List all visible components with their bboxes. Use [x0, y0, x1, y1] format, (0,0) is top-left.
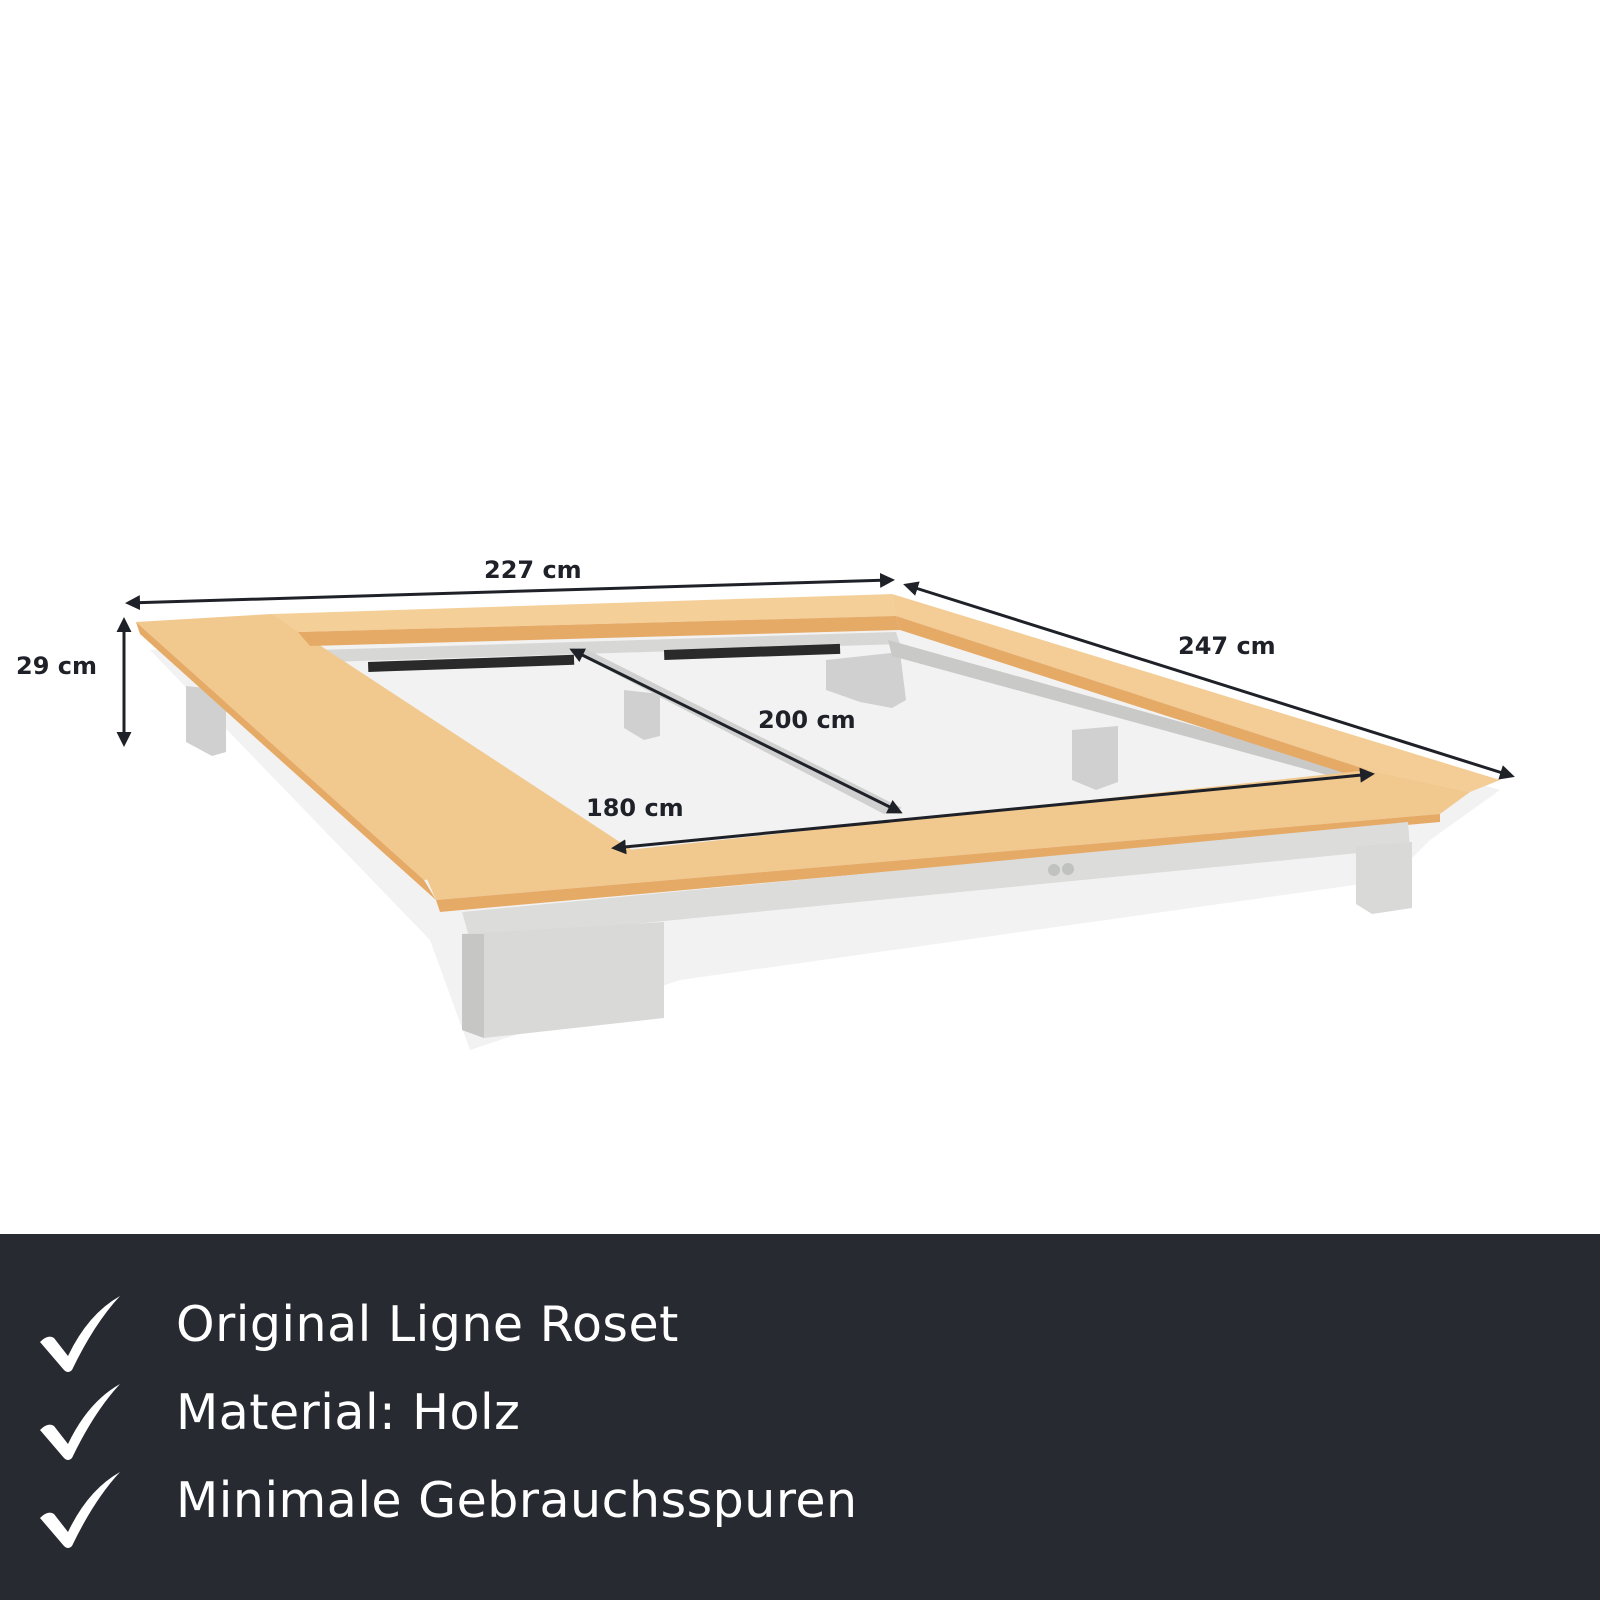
arrow-mattress-width — [611, 767, 1375, 855]
feature-item: Minimale Gebrauchsspuren — [0, 1466, 1600, 1548]
label-mattress-width: 180 cm — [586, 794, 684, 822]
feature-item: Material: Holz — [0, 1378, 1600, 1460]
slat-bracket-left — [368, 654, 575, 672]
leg-back-left — [186, 686, 226, 756]
leg-right-middle — [1072, 726, 1118, 790]
product-photo: 227 cm 247 cm 29 cm 200 cm 180 cm — [16, 556, 1515, 1050]
wood-left-slab — [136, 614, 632, 880]
wood-back-rail-edge — [298, 616, 900, 646]
arrow-length-outer — [125, 572, 895, 611]
wood-left-edge — [136, 622, 436, 900]
feature-text: Minimale Gebrauchsspuren — [176, 1472, 858, 1529]
check-icon — [40, 1296, 120, 1372]
label-width-outer: 247 cm — [1178, 632, 1276, 660]
leg-front-left — [462, 922, 664, 1038]
label-mattress-length: 200 cm — [758, 706, 856, 734]
leg-front-right — [1356, 842, 1412, 914]
check-icon — [40, 1472, 120, 1548]
label-length-outer: 227 cm — [484, 556, 582, 584]
leg-front-left-shade — [462, 934, 484, 1038]
apron-bolt-1 — [1048, 864, 1060, 876]
arrow-width-outer — [903, 581, 1515, 780]
feature-text: Material: Holz — [176, 1384, 521, 1441]
check-icon — [40, 1384, 120, 1460]
bed-frame-illustration — [116, 572, 1515, 1050]
label-height: 29 cm — [16, 652, 97, 680]
inner-rail-back — [316, 632, 900, 662]
features-band: Original Ligne Roset Material: Holz Mini… — [0, 1234, 1600, 1600]
apron-bolt-2 — [1062, 863, 1074, 875]
feature-item: Original Ligne Roset — [0, 1290, 1600, 1372]
feature-text: Original Ligne Roset — [176, 1296, 679, 1353]
